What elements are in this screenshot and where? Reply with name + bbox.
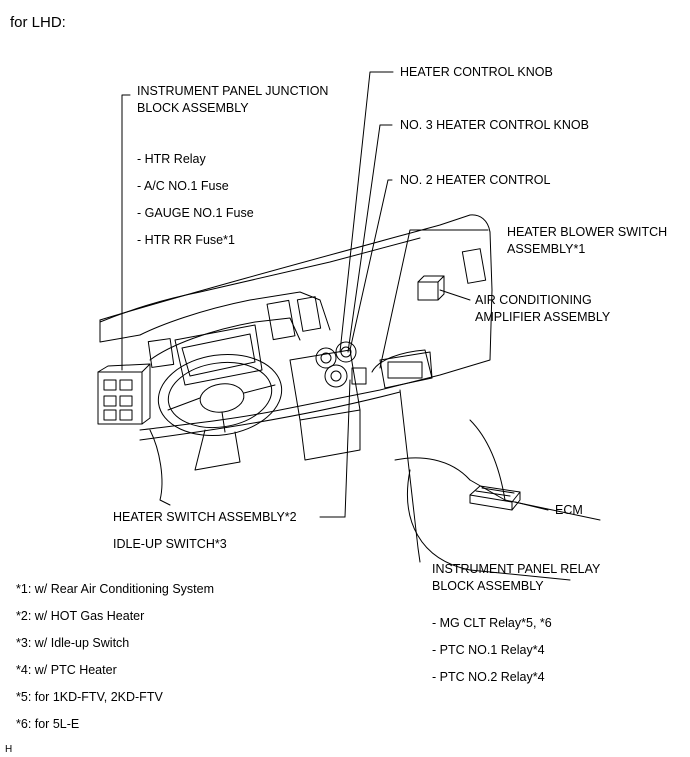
heater-blower-switch-line1: HEATER BLOWER SWITCH xyxy=(507,225,668,239)
idle-up-switch-label: IDLE-UP SWITCH*3 xyxy=(113,537,227,551)
ac-amplifier-line1: AIR CONDITIONING xyxy=(475,293,592,307)
jb-item-htr-rr-fuse: - HTR RR Fuse*1 xyxy=(137,233,235,247)
footnote-5: *5: for 1KD-FTV, 2KD-FTV xyxy=(16,690,163,704)
footnote-4: *4: w/ PTC Heater xyxy=(16,663,117,677)
no3-heater-control-knob-label: NO. 3 HEATER CONTROL KNOB xyxy=(400,118,589,132)
heater-blower-switch-line2: ASSEMBLY*1 xyxy=(507,242,586,256)
heater-control-knob-label: HEATER CONTROL KNOB xyxy=(400,65,553,79)
jb-item-ac-fuse: - A/C NO.1 Fuse xyxy=(137,179,229,193)
heater-switch-label: HEATER SWITCH ASSEMBLY*2 xyxy=(113,510,297,524)
jb-item-htr-relay: - HTR Relay xyxy=(137,152,206,166)
relay-item-ptc-no1: - PTC NO.1 Relay*4 xyxy=(432,643,545,657)
relay-item-mg-clt: - MG CLT Relay*5, *6 xyxy=(432,616,552,630)
ac-amplifier-line2: AMPLIFIER ASSEMBLY xyxy=(475,310,611,324)
corner-mark: H xyxy=(5,744,13,755)
footnote-2: *2: w/ HOT Gas Heater xyxy=(16,609,145,623)
relay-block-title-line2: BLOCK ASSEMBLY xyxy=(432,579,544,593)
ecm-label: ECM xyxy=(555,503,583,517)
instrument-panel-jb-title-line1: INSTRUMENT PANEL JUNCTION xyxy=(137,84,329,98)
footnote-3: *3: w/ Idle-up Switch xyxy=(16,636,130,650)
relay-block-title-line1: INSTRUMENT PANEL RELAY xyxy=(432,562,601,576)
footnote-6: *6: for 5L-E xyxy=(16,717,80,731)
instrument-panel-jb-title-line2: BLOCK ASSEMBLY xyxy=(137,101,249,115)
relay-item-ptc-no2: - PTC NO.2 Relay*4 xyxy=(432,670,545,684)
page-heading: for LHD: xyxy=(10,14,66,31)
jb-item-gauge-fuse: - GAUGE NO.1 Fuse xyxy=(137,206,254,220)
no2-heater-control-label: NO. 2 HEATER CONTROL xyxy=(400,173,551,187)
footnote-1: *1: w/ Rear Air Conditioning System xyxy=(16,582,215,596)
